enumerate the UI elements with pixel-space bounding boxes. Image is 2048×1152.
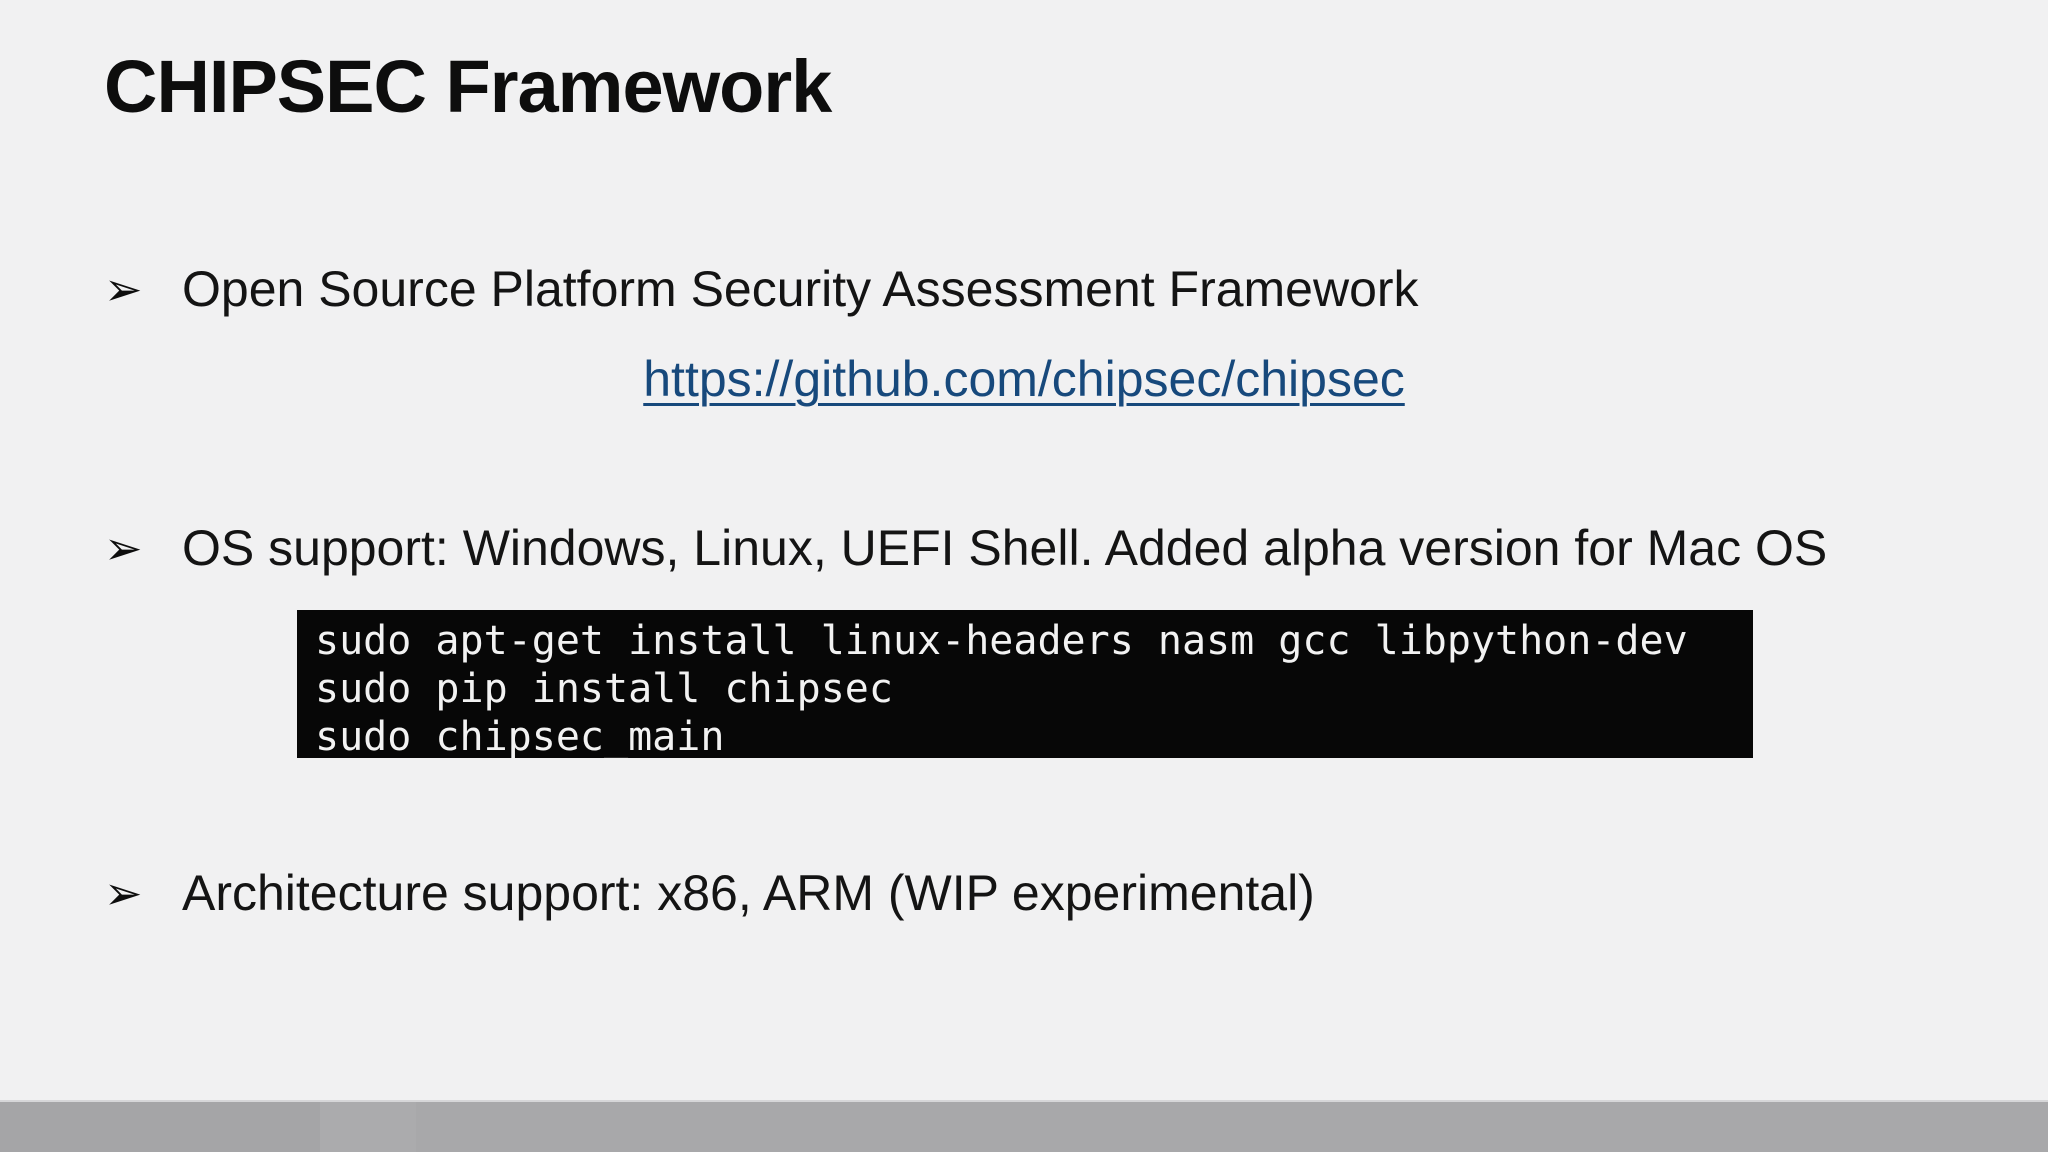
- code-line: sudo chipsec_main: [315, 714, 725, 760]
- bullet-item-open-source: ➢ Open Source Platform Security Assessme…: [104, 260, 1419, 318]
- bullet-item-architecture-support: ➢ Architecture support: x86, ARM (WIP ex…: [104, 864, 1315, 922]
- bullet-text: OS support: Windows, Linux, UEFI Shell. …: [182, 520, 1828, 576]
- arrowhead-bullet-icon: ➢: [104, 866, 143, 920]
- bottom-bar-segment: [0, 1102, 320, 1152]
- bottom-bar: [0, 1100, 2048, 1152]
- bullet-item-os-support: ➢ OS support: Windows, Linux, UEFI Shell…: [104, 519, 1827, 577]
- arrowhead-bullet-icon: ➢: [104, 521, 143, 575]
- link-row: https://github.com/chipsec/chipsec: [0, 350, 2048, 408]
- page-title: CHIPSEC Framework: [104, 45, 832, 128]
- github-link[interactable]: https://github.com/chipsec/chipsec: [643, 351, 1405, 407]
- bullet-text: Architecture support: x86, ARM (WIP expe…: [182, 865, 1315, 921]
- bullet-text: Open Source Platform Security Assessment…: [182, 261, 1419, 317]
- bottom-bar-highlight: [320, 1102, 416, 1152]
- arrowhead-bullet-icon: ➢: [104, 262, 143, 316]
- code-line: sudo pip install chipsec: [315, 666, 893, 712]
- terminal-code-block: sudo apt-get install linux-headers nasm …: [297, 610, 1753, 760]
- code-line: sudo apt-get install linux-headers nasm …: [315, 618, 1688, 664]
